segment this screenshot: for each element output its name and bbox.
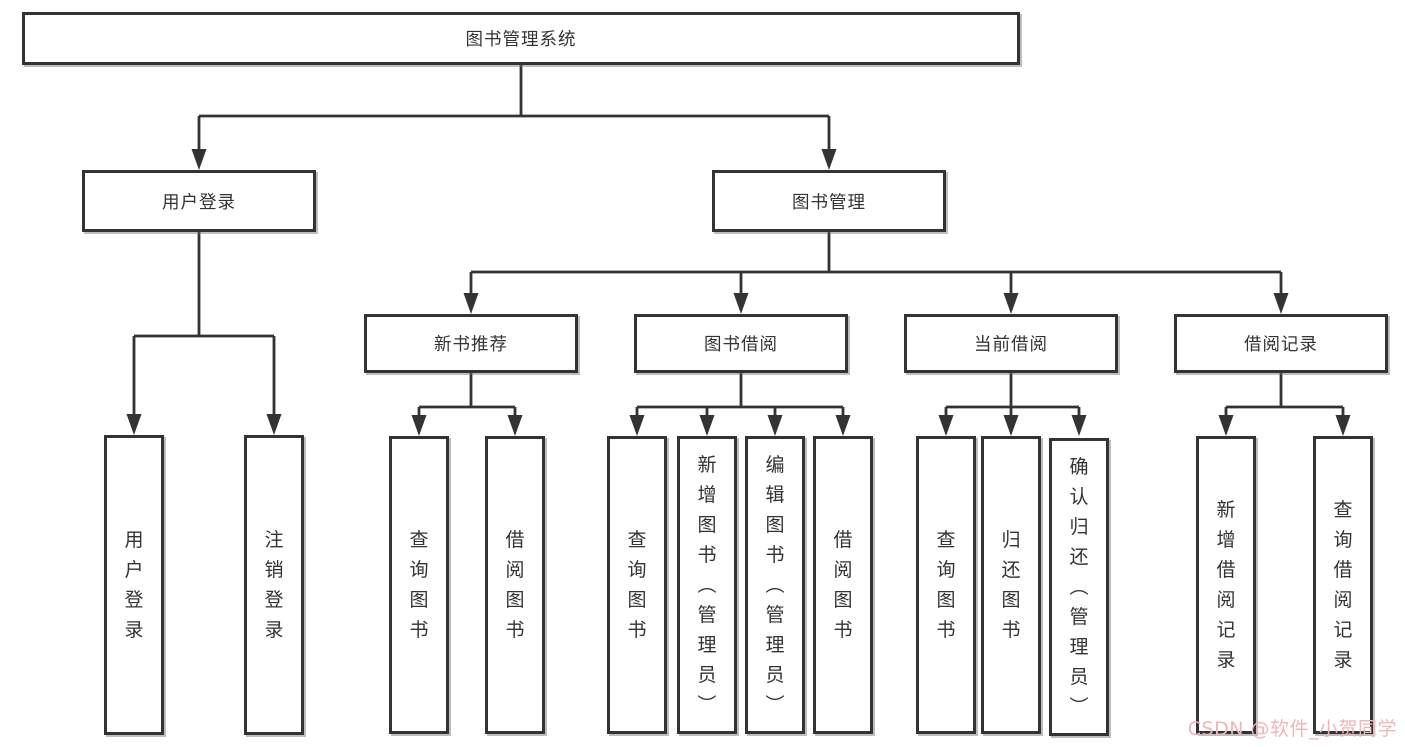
node-user-login: 用户登录 [82, 170, 316, 232]
node-borrow-record: 借阅记录 [1174, 314, 1388, 373]
node-leaf-record-query: 查询借阅记录 [1313, 436, 1373, 734]
node-leaf-current-return-book: 归还图书 [981, 436, 1041, 734]
node-leaf-borrow-query-book: 查询图书 [607, 436, 667, 734]
node-leaf-borrow-add-book: 新增图书︵管理员︶ [677, 436, 737, 734]
connector-book-management-to-level3 [463, 232, 1289, 314]
node-leaf-borrow-borrow-book: 借阅图书 [813, 436, 873, 734]
node-leaf-user-login: 用户登录 [104, 435, 164, 735]
csdn-watermark: CSDN @软件_小贺同学 [1187, 718, 1397, 740]
node-leaf-logout: 注销登录 [244, 435, 304, 735]
connector-root-to-level2 [191, 64, 837, 170]
connector-book-borrow-to-leaves [629, 373, 851, 436]
node-current-borrow: 当前借阅 [904, 314, 1118, 373]
connector-borrow-record-to-leaves [1218, 373, 1351, 436]
node-book-borrow: 图书借阅 [634, 314, 848, 373]
connector-user-login-to-leaves [126, 232, 282, 435]
node-leaf-current-confirm-return: 确认归还︵管理员︶ [1049, 438, 1109, 736]
node-leaf-recommend-query-book: 查询图书 [389, 436, 449, 734]
node-leaf-record-add: 新增借阅记录 [1196, 436, 1256, 734]
node-leaf-recommend-borrow-book: 借阅图书 [485, 436, 545, 734]
node-root: 图书管理系统 [22, 12, 1020, 65]
connector-new-book-recommend-to-leaves [411, 373, 523, 436]
connector-current-borrow-to-leaves [938, 373, 1087, 436]
node-leaf-borrow-edit-book: 编辑图书︵管理员︶ [745, 436, 805, 734]
node-new-book-recommend: 新书推荐 [364, 314, 578, 373]
node-book-management: 图书管理 [712, 170, 946, 232]
node-leaf-current-query-book: 查询图书 [916, 436, 976, 734]
